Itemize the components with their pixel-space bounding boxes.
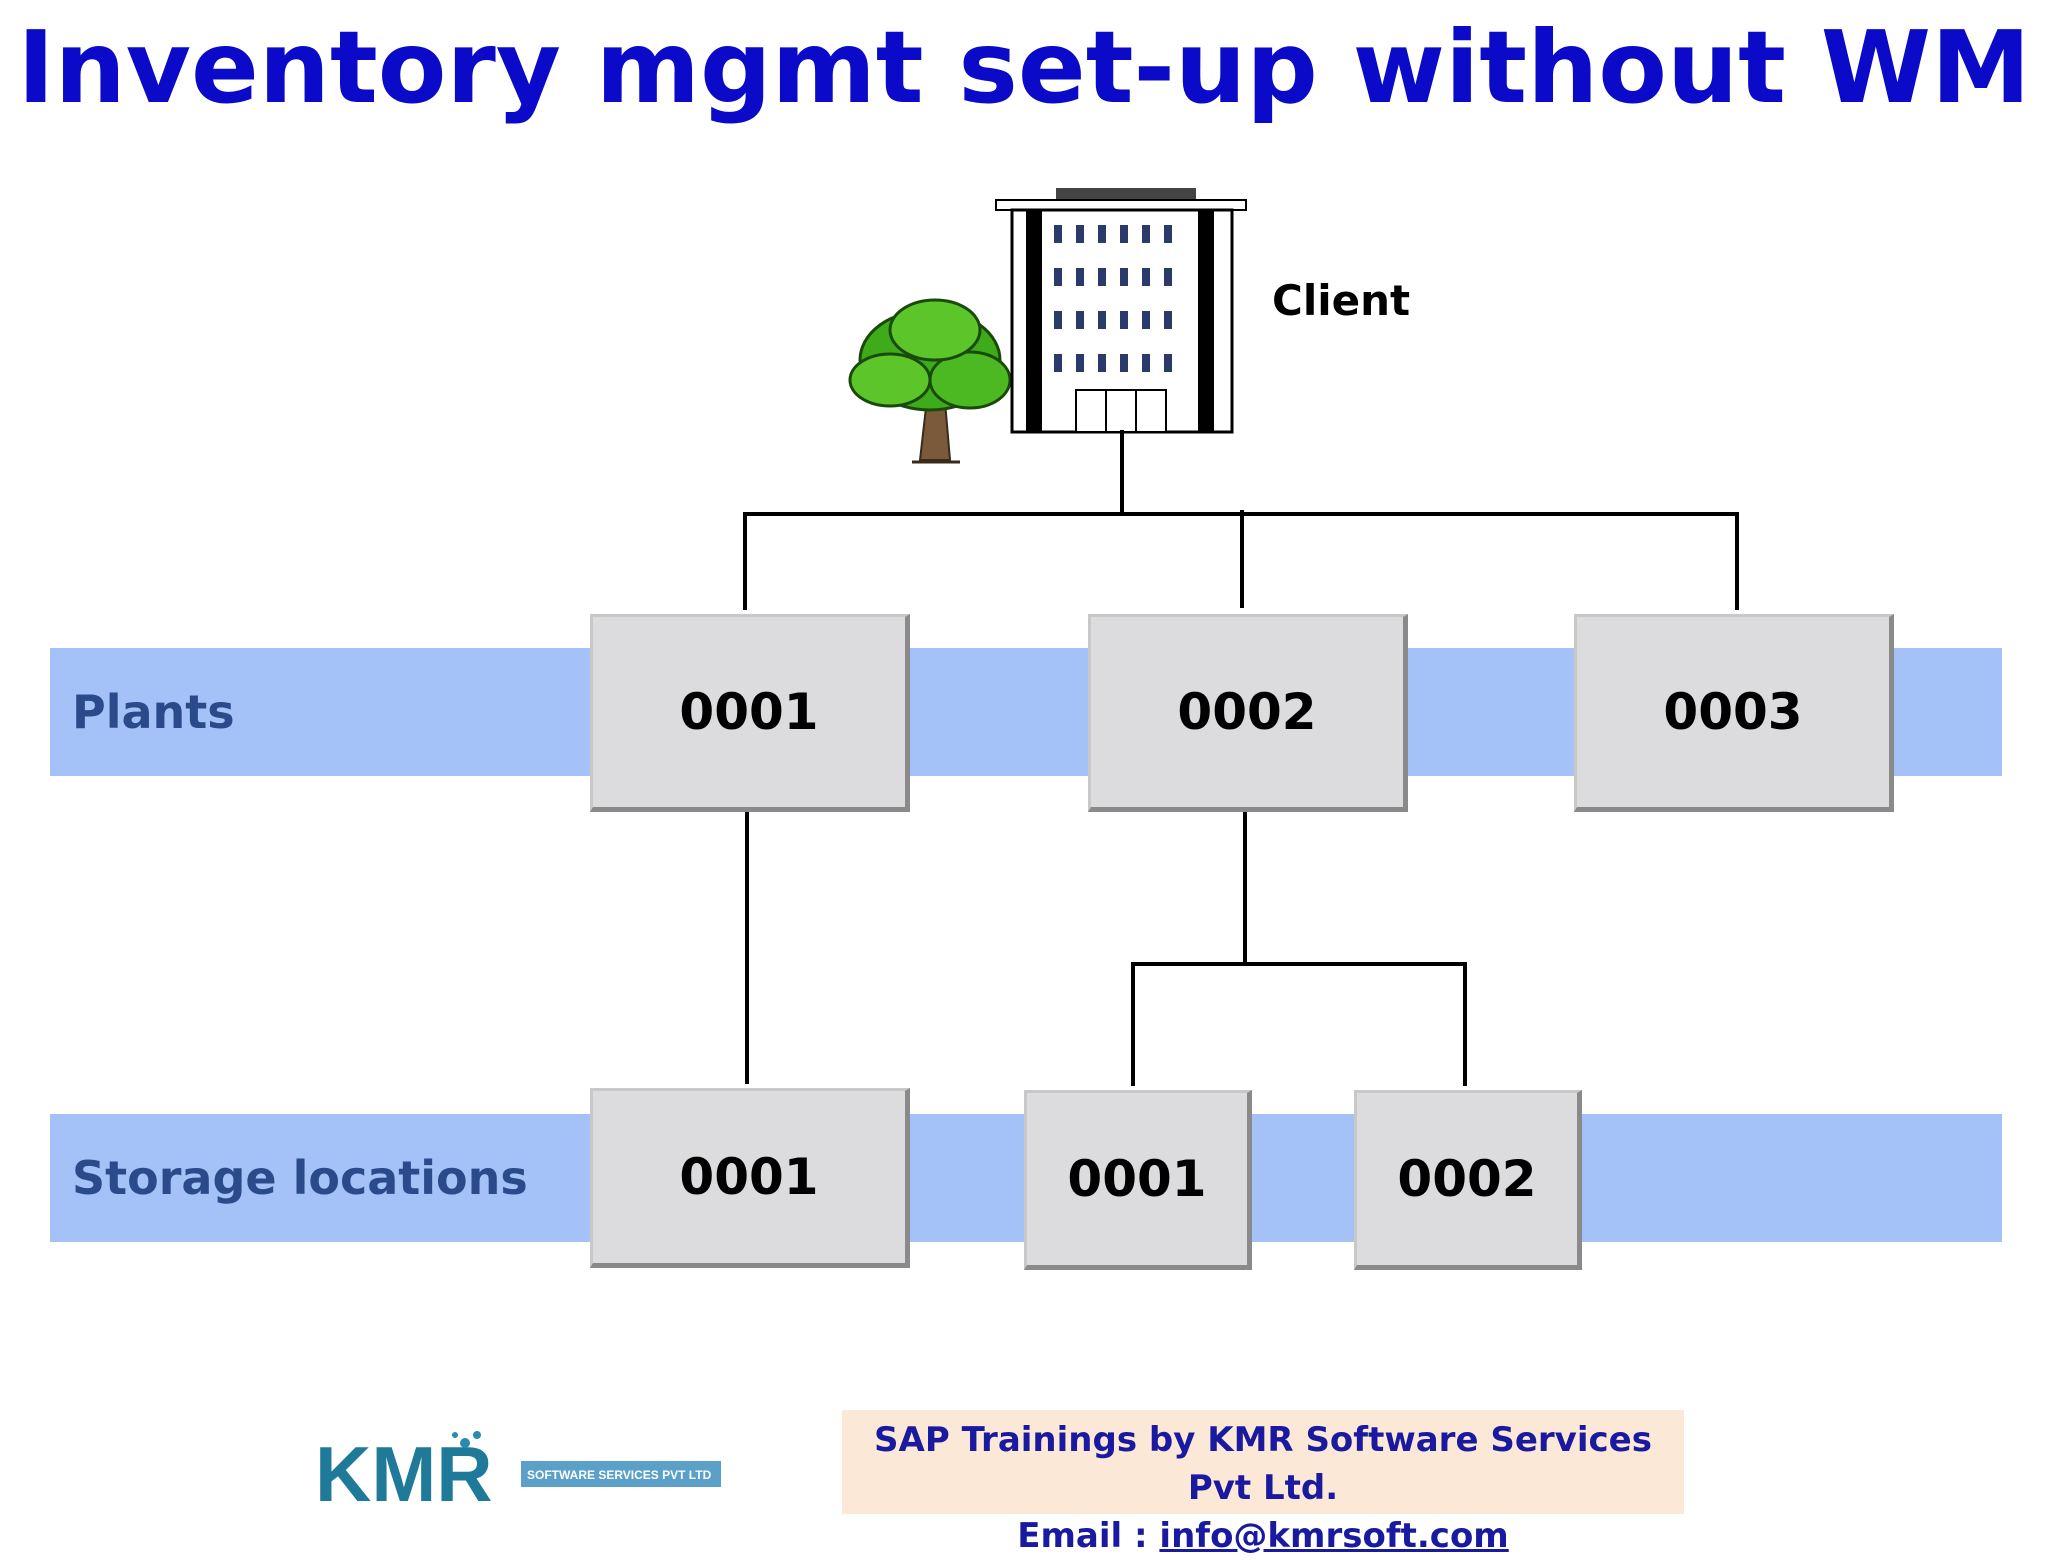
plant-box-1[interactable]: 0001 (590, 614, 910, 812)
building-icon (995, 188, 1247, 434)
connector-plant-2 (1240, 510, 1244, 608)
plants-band-label: Plants (72, 685, 235, 739)
connector-storage-3 (1463, 962, 1467, 1086)
connector-client-vertical (1120, 430, 1124, 514)
storage-band-label: Storage locations (72, 1151, 528, 1205)
connector-storage-horizontal (1131, 962, 1467, 966)
footer-email-line: Email : info@kmrsoft.com (842, 1512, 1684, 1560)
connector-plant-3 (1735, 512, 1739, 610)
connector-storage-2 (1131, 962, 1135, 1086)
footer-email-prefix: Email : (1017, 1516, 1160, 1556)
connector-plant1-storage (745, 812, 749, 1084)
storage-box-1[interactable]: 0001 (590, 1088, 910, 1268)
connector-plant2-vertical (1243, 812, 1247, 964)
footer-company: SAP Trainings by KMR Software Services P… (874, 1420, 1652, 1508)
storage-box-2[interactable]: 0001 (1024, 1090, 1252, 1270)
storage-box-3[interactable]: 0002 (1354, 1090, 1582, 1270)
svg-text:SOFTWARE SERVICES PVT LTD: SOFTWARE SERVICES PVT LTD (527, 1468, 712, 1482)
kmr-logo: KMR SOFTWARE SERVICES PVT LTD (315, 1425, 725, 1529)
plant-box-3[interactable]: 0003 (1574, 614, 1894, 812)
page-title: Inventory mgmt set-up without WM (17, 9, 2031, 126)
plant-box-2[interactable]: 0002 (1088, 614, 1408, 812)
footer-box: SAP Trainings by KMR Software Services P… (842, 1410, 1684, 1556)
footer-email-link[interactable]: info@kmrsoft.com (1159, 1516, 1509, 1556)
client-label: Client (1272, 276, 1411, 325)
tree-icon (848, 298, 1012, 464)
client-building-icon (848, 188, 1247, 464)
connector-plant-1 (743, 512, 747, 610)
